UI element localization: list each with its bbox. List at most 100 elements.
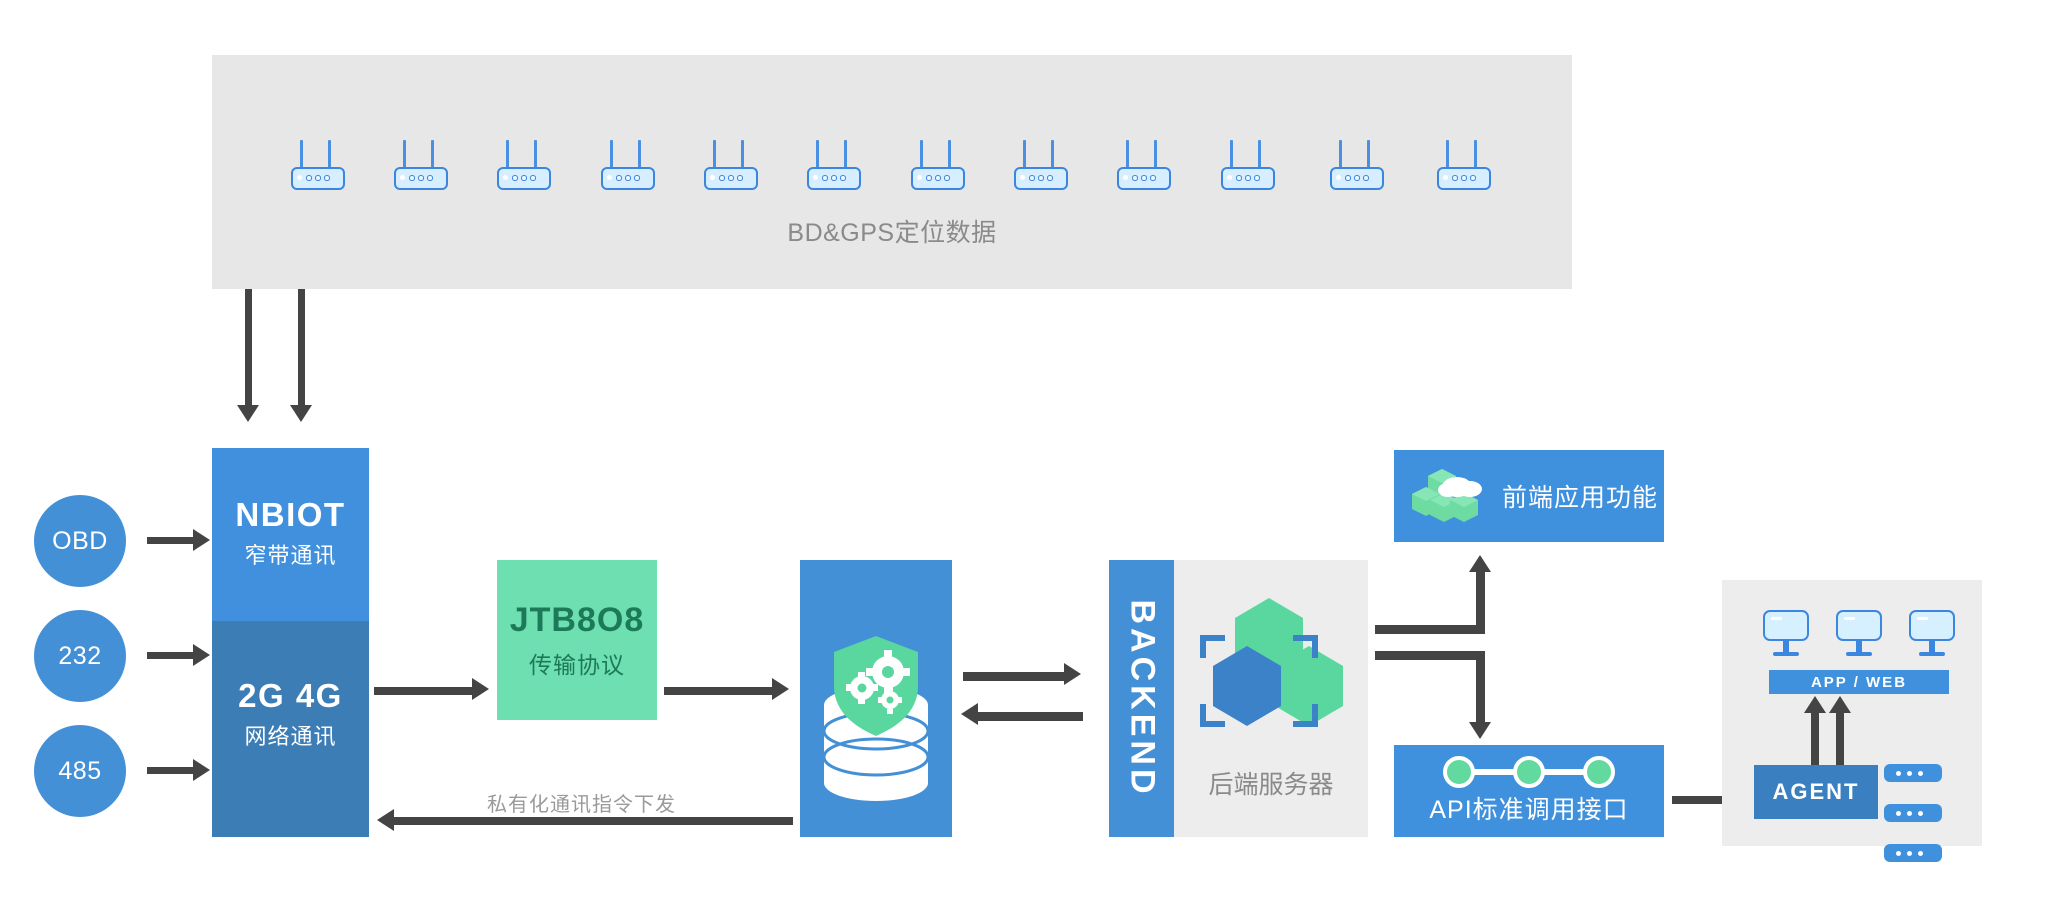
input-circle-485[interactable]: 485: [34, 725, 126, 817]
frontend-box[interactable]: 前端应用功能: [1394, 450, 1664, 542]
router-led: [926, 175, 932, 181]
router-antenna-left: [1023, 140, 1026, 168]
router-led: [512, 175, 518, 181]
server-led: [1918, 771, 1923, 776]
router-antenna-right: [431, 140, 434, 168]
router-antenna-left: [1230, 140, 1233, 168]
router-antenna-left: [1126, 140, 1129, 168]
router-led: [1363, 175, 1369, 181]
router-body: [704, 167, 758, 190]
monitor-screen: [1909, 610, 1955, 641]
router-led: [1047, 175, 1053, 181]
router-led: [1150, 175, 1156, 181]
server-led: [1907, 771, 1912, 776]
input-circle-label: OBD: [52, 526, 108, 555]
router-antenna-right: [1051, 140, 1054, 168]
monitor-neck: [1929, 641, 1935, 652]
app-web-label: APP / WEB: [1810, 673, 1908, 691]
protocol-title: JTB8O8: [509, 600, 645, 639]
router-led: [1354, 175, 1360, 181]
server-led: [1896, 771, 1901, 776]
monitor-base: [1846, 652, 1872, 656]
input-circle-obd[interactable]: OBD: [34, 495, 126, 587]
router-body: [1330, 167, 1384, 190]
router-led: [409, 175, 415, 181]
datastore-box[interactable]: [800, 560, 952, 837]
router-led: [521, 175, 527, 181]
router-antenna-right: [844, 140, 847, 168]
router-led: [944, 175, 950, 181]
router-power-dot: [813, 175, 818, 180]
server-led: [1918, 851, 1923, 856]
backend-strip: BACKEND: [1109, 560, 1174, 837]
router-body: [601, 167, 655, 190]
router-led: [418, 175, 424, 181]
backend-panel[interactable]: BACKEND 后端服务器: [1109, 560, 1368, 837]
router-antenna-right: [534, 140, 537, 168]
comm-module-cellular[interactable]: 2G 4G 网络通讯: [212, 621, 369, 837]
input-circle-232[interactable]: 232: [34, 610, 126, 702]
monitor-icon: [1763, 610, 1809, 656]
router-body: [1437, 167, 1491, 190]
router-power-dot: [1336, 175, 1341, 180]
monitor-screen: [1763, 610, 1809, 641]
router-led: [315, 175, 321, 181]
router-led: [427, 175, 433, 181]
router-antenna-left: [920, 140, 923, 168]
router-body: [911, 167, 965, 190]
router-power-dot: [607, 175, 612, 180]
server-strip: [1884, 804, 1942, 822]
router-power-dot: [710, 175, 715, 180]
router-body: [1117, 167, 1171, 190]
comm-module-nbiot[interactable]: NBIOT 窄带通讯: [212, 448, 369, 621]
monitor-dash: [1844, 617, 1855, 620]
router-power-dot: [400, 175, 405, 180]
protocol-box[interactable]: JTB8O8 传输协议: [497, 560, 657, 720]
router-led: [822, 175, 828, 181]
router-led: [1245, 175, 1251, 181]
monitor-neck: [1783, 641, 1789, 652]
router-led: [324, 175, 330, 181]
router-power-dot: [917, 175, 922, 180]
input-circle-label: 485: [58, 756, 102, 785]
router-led: [728, 175, 734, 181]
router-led: [1254, 175, 1260, 181]
router-led: [719, 175, 725, 181]
router-antenna-left: [300, 140, 303, 168]
router-led: [831, 175, 837, 181]
router-body: [394, 167, 448, 190]
router-led: [1029, 175, 1035, 181]
app-web-bar[interactable]: APP / WEB: [1769, 670, 1949, 694]
router-led: [1461, 175, 1467, 181]
router-antenna-right: [1258, 140, 1261, 168]
monitor-icon: [1909, 610, 1955, 656]
router-led: [840, 175, 846, 181]
router-antenna-left: [1339, 140, 1342, 168]
server-led: [1896, 811, 1901, 816]
router-led: [1141, 175, 1147, 181]
agent-label: AGENT: [1772, 779, 1860, 804]
protocol-subtitle: 传输协议: [529, 651, 625, 678]
satellite-band-label: BD&GPS定位数据: [787, 219, 997, 247]
api-box[interactable]: API标准调用接口: [1394, 745, 1664, 837]
downlink-command-label: 私有化通讯指令下发: [487, 794, 676, 816]
agent-box[interactable]: AGENT: [1754, 765, 1878, 819]
router-antenna-right: [948, 140, 951, 168]
monitor-icon: [1836, 610, 1882, 656]
router-led: [1038, 175, 1044, 181]
comm-module-nbiot-subtitle: 窄带通讯: [244, 543, 337, 568]
database-shield-gears-icon: [822, 636, 930, 801]
router-led: [306, 175, 312, 181]
router-antenna-right: [1474, 140, 1477, 168]
input-circle-label: 232: [58, 641, 102, 670]
router-antenna-right: [638, 140, 641, 168]
monitor-base: [1919, 652, 1945, 656]
router-led: [625, 175, 631, 181]
router-body: [1221, 167, 1275, 190]
server-strip: [1884, 764, 1942, 782]
router-antenna-left: [403, 140, 406, 168]
server-strip: [1884, 844, 1942, 862]
router-led: [1470, 175, 1476, 181]
router-led: [1236, 175, 1242, 181]
